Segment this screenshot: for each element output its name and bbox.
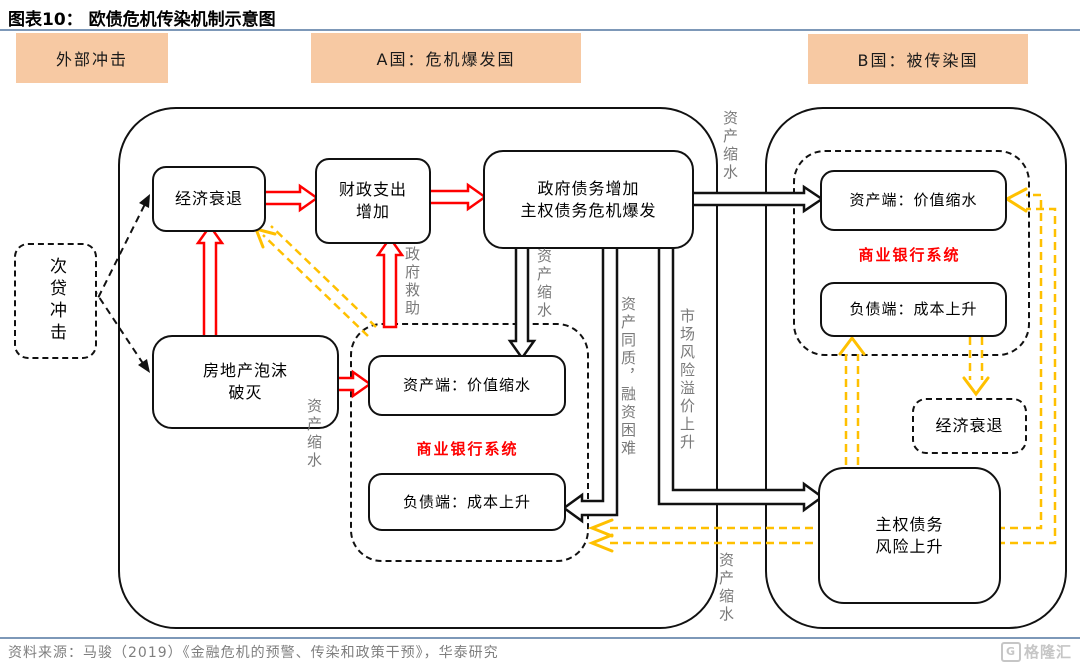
- arrow-govdebt-to-sovereign-b: [657, 240, 825, 513]
- node-subprime-shock: 次贷冲击: [14, 243, 97, 359]
- source-note: 资料来源：马骏（2019）《金融危机的预警、传染和政策干预》，华泰研究: [8, 645, 499, 661]
- bank-system-b-caption: 商业银行系统: [858, 246, 961, 264]
- node-asset-b-label: 资产端：价值缩水: [849, 191, 978, 210]
- arrowhead-to-asset-b: [1004, 187, 1028, 213]
- arrow-bank-to-fiscal-rescue: [375, 235, 405, 329]
- arrow-subprime-to-recession: [92, 201, 147, 309]
- arrow-fiscal-to-govdebt: [425, 182, 488, 212]
- edge-label-asset-homogeneous: 资产同质，融资困难: [619, 296, 637, 458]
- gelonghui-logo-icon: G: [1000, 641, 1021, 662]
- arrow-sovereign-b-to-bank-a: [610, 526, 818, 545]
- node-asset-b: 资产端：价值缩水: [820, 170, 1007, 231]
- node-subprime-shock-label: 次贷冲击: [45, 257, 66, 345]
- arrow-sovereign-b-to-asset-b: [997, 193, 1057, 545]
- node-asset-a: 资产端：价值缩水: [368, 355, 566, 416]
- gelonghui-logo-text: 格隆汇: [1023, 643, 1072, 661]
- edge-label-gov-rescue: 政府救助: [403, 246, 421, 318]
- gelonghui-logo: G 格隆汇: [1000, 641, 1072, 662]
- arrowhead-to-bank-a-2: [587, 533, 614, 553]
- arrow-govdebt-to-asset-a: [507, 240, 537, 361]
- edge-label-asset-shrink-top: 资产缩水: [721, 110, 739, 182]
- arrowhead-to-bank-a-1: [587, 518, 614, 538]
- node-housing-bubble: 房地产泡沫 破灭: [152, 335, 339, 429]
- node-liability-a-label: 负债端：成本上升: [402, 492, 531, 511]
- node-liability-a: 负债端：成本上升: [368, 473, 566, 531]
- arrow-subprime-to-housing-head: [138, 359, 150, 373]
- bank-system-a-caption: 商业银行系统: [416, 440, 519, 458]
- arrow-govdebt-to-liability-a: [561, 240, 619, 524]
- header-external-shock-label: 外部冲击: [55, 50, 128, 69]
- header-country-a: A国：危机爆发国: [311, 33, 581, 83]
- edge-label-asset-shrink-gov: 资产缩水: [535, 248, 553, 320]
- node-gov-debt-crisis: 政府债务增加 主权债务危机爆发: [483, 150, 694, 249]
- bank-system-a-frame: [350, 323, 589, 562]
- header-country-a-label: A国：危机爆发国: [376, 50, 516, 69]
- edge-label-market-risk: 市场风险溢价上升: [678, 308, 696, 452]
- node-liability-b-label: 负债端：成本上升: [849, 300, 978, 319]
- arrowhead-to-liability-b: [838, 335, 866, 356]
- arrow-recession-to-fiscal: [260, 183, 320, 213]
- arrow-liability-b-to-recession-b: [968, 337, 984, 380]
- node-sovereign-line1: 主权债务: [875, 514, 944, 534]
- header-country-b-label: B国：被传染国: [857, 51, 979, 70]
- node-fiscal-spending: 财政支出 增加: [315, 158, 431, 244]
- node-sovereign-risk-b: 主权债务 风险上升: [818, 467, 1001, 604]
- node-liability-b: 负债端：成本上升: [820, 282, 1007, 337]
- bank-system-b-frame: [793, 150, 1030, 356]
- node-recession-b-label: 经济衰退: [935, 416, 1004, 436]
- node-recession-a: 经济衰退: [152, 166, 266, 232]
- header-country-b: B国：被传染国: [808, 34, 1028, 84]
- figure-title: 图表10： 欧债危机传染机制示意图: [8, 10, 276, 30]
- node-recession-b: 经济衰退: [912, 398, 1027, 454]
- arrow-housing-to-recession: [195, 223, 225, 339]
- top-rule: [0, 29, 1080, 31]
- node-gov-debt-line2: 主权债务危机爆发: [520, 200, 657, 220]
- arrow-sovereign-b-to-liability-b: [844, 354, 860, 465]
- arrowhead-to-recession-b: [962, 376, 990, 397]
- country-b-frame: [765, 107, 1067, 629]
- node-recession-a-label: 经济衰退: [174, 189, 243, 209]
- edge-label-asset-shrink-housing: 资产缩水: [305, 398, 323, 470]
- arrow-subprime-to-housing: [92, 287, 147, 369]
- bottom-rule: [0, 637, 1080, 639]
- arrow-housing-to-asset-a: [333, 369, 373, 399]
- node-gov-debt-line1: 政府债务增加: [537, 178, 640, 198]
- node-asset-a-label: 资产端：价值缩水: [402, 376, 531, 395]
- country-a-frame: [118, 107, 718, 629]
- node-sovereign-line2: 风险上升: [875, 536, 944, 556]
- arrow-bank-a-feedback-recession: [262, 225, 377, 337]
- node-fiscal-line1: 财政支出: [338, 180, 407, 200]
- header-external-shock: 外部冲击: [16, 33, 168, 83]
- node-fiscal-line2: 增加: [355, 202, 390, 221]
- node-housing-line1: 房地产泡沫: [202, 361, 288, 381]
- node-housing-line2: 破灭: [228, 383, 263, 402]
- arrow-subprime-to-recession-head: [139, 194, 150, 208]
- edge-label-asset-shrink-bottom: 资产缩水: [717, 552, 735, 624]
- arrow-govdebt-to-asset-b: [688, 184, 825, 214]
